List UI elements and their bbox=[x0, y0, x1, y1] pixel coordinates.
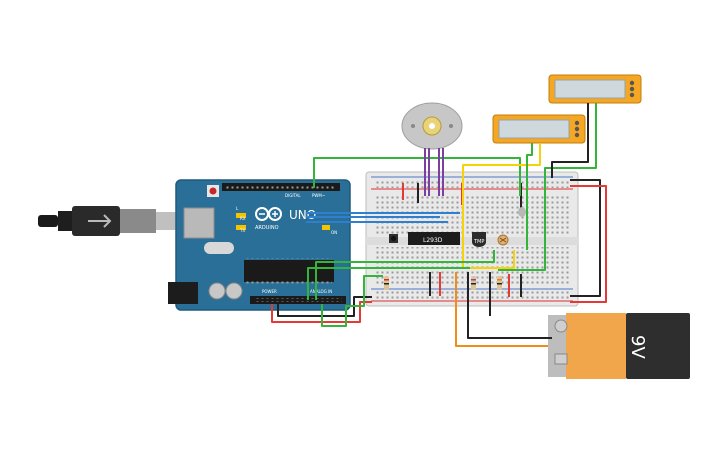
lcd-display-bottom bbox=[492, 114, 586, 144]
tx-label: TX bbox=[239, 228, 245, 233]
usb-cable bbox=[38, 206, 184, 236]
temperature-sensor: TMP bbox=[472, 232, 486, 247]
wires bbox=[271, 103, 607, 347]
lcd-display-top bbox=[548, 74, 642, 104]
red-rail-wire bbox=[570, 185, 607, 303]
pwm-label: PWM~ bbox=[312, 193, 325, 198]
push-button[interactable] bbox=[389, 234, 398, 243]
green-analog-wire-2 bbox=[315, 250, 495, 300]
green-analog-wire-3 bbox=[321, 275, 383, 327]
led bbox=[518, 207, 526, 217]
on-led-label: ON bbox=[331, 230, 337, 235]
analog-in-label: ANALOG IN bbox=[310, 289, 332, 294]
resistor-2 bbox=[471, 276, 476, 290]
orange-battery-wire bbox=[455, 272, 548, 347]
digital-pins-label: DIGITAL bbox=[285, 193, 301, 198]
green-wire-lcd-top bbox=[498, 103, 597, 271]
l-led-label: L bbox=[236, 206, 239, 211]
green-wire-top bbox=[313, 157, 521, 196]
battery-9v-label: 9V bbox=[627, 335, 648, 359]
photoresistor bbox=[497, 234, 509, 246]
arduino-uno-text: UNO bbox=[289, 208, 316, 222]
l293d-motor-driver-chip: L293D bbox=[408, 232, 460, 245]
rx-label: RX bbox=[240, 216, 246, 221]
black-battery-wire bbox=[467, 272, 552, 339]
green-wire-lcd bbox=[526, 143, 533, 250]
battery-9v: 9V bbox=[548, 313, 690, 379]
l293d-label: L293D bbox=[423, 237, 443, 244]
dc-motor bbox=[401, 102, 463, 150]
resistor-3 bbox=[497, 276, 502, 290]
tmp-label: TMP bbox=[473, 239, 484, 245]
power-pins-label: POWER bbox=[262, 289, 277, 294]
arduino-logo-icon bbox=[255, 207, 282, 221]
power-jack bbox=[168, 282, 198, 304]
yellow-wire-lcd bbox=[462, 143, 541, 269]
crystal-oscillator bbox=[204, 242, 234, 254]
arduino-uno-board: UNO ARDUINO DIGITAL PWM~ POWER ANALOG IN… bbox=[168, 179, 351, 311]
black-gnd-wire bbox=[277, 296, 372, 317]
atmega-chip bbox=[244, 260, 334, 282]
arduino-brand-text: ARDUINO bbox=[255, 225, 279, 231]
black-rail-wire bbox=[570, 179, 601, 297]
black-wire-lcd-top bbox=[551, 103, 589, 178]
green-analog-wire-1 bbox=[307, 267, 470, 300]
resistor-1 bbox=[384, 276, 389, 290]
